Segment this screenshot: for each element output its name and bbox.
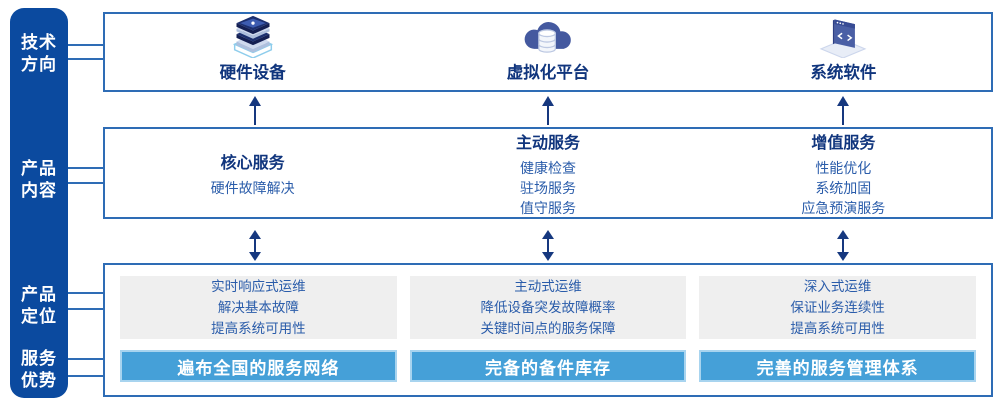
positioning-line: 降低设备突发故障概率	[480, 300, 616, 316]
sidebar-label-line: 服务	[21, 349, 57, 368]
positioning-line: 解决基本故障	[217, 300, 299, 316]
sidebar-label-line: 方向	[21, 55, 57, 74]
advantage-bar: 遍布全国的服务网络	[120, 350, 397, 382]
positioning-line: 提高系统可用性	[211, 321, 306, 337]
sidebar-item-product-content: 产品 内容	[10, 158, 68, 202]
connector-line	[68, 58, 103, 60]
tech-col-system-software: 系统软件	[696, 14, 991, 90]
tech-label: 系统软件	[810, 64, 877, 82]
connector-line	[68, 44, 103, 46]
double-arrow-icon	[248, 230, 262, 261]
positioning-line: 实时响应式运维	[211, 279, 306, 295]
up-arrow-icon	[248, 96, 262, 125]
bottom-col-proactive: 主动式运维 降低设备突发故障概率 关键时间点的服务保障 完备的备件库存	[409, 276, 687, 382]
positioning-line: 深入式运维	[803, 279, 872, 295]
content-item: 应急预演服务	[801, 199, 886, 216]
content-title: 增值服务	[811, 134, 876, 152]
positioning-panel: 深入式运维 保证业务连续性 提高系统可用性	[699, 276, 977, 340]
positioning-line: 主动式运维	[514, 279, 582, 295]
sidebar-label-line: 技术	[21, 33, 57, 52]
positioning-panel: 实时响应式运维 解决基本故障 提高系统可用性	[120, 276, 397, 340]
content-title: 核心服务	[220, 154, 285, 172]
product-content-box: 核心服务 硬件故障解决 主动服务 健康检查 驻场服务 值守服务 增值服务 性能优…	[103, 127, 993, 219]
advantage-bar: 完善的服务管理体系	[699, 350, 977, 382]
content-col-active-service: 主动服务 健康检查 驻场服务 值守服务	[400, 129, 695, 217]
sidebar-label-line: 产品	[21, 159, 57, 178]
connector-line	[68, 375, 103, 377]
sidebar-label-line: 定位	[21, 307, 57, 326]
content-col-value-added-service: 增值服务 性能优化 系统加固 应急预演服务	[696, 129, 991, 217]
connector-line	[68, 167, 103, 169]
sidebar-item-tech-direction: 技术 方向	[10, 32, 68, 76]
connector-line	[68, 182, 103, 184]
tech-label: 虚拟化平台	[506, 64, 590, 82]
tech-direction-box: 硬件设备 虚拟化平台	[103, 12, 993, 92]
bottom-col-indepth: 深入式运维 保证业务连续性 提高系统可用性 完善的服务管理体系	[699, 276, 977, 382]
connector-line	[68, 358, 103, 360]
double-arrow-icon	[836, 230, 850, 261]
content-item: 硬件故障解决	[210, 179, 295, 196]
sidebar-label-line: 优势	[21, 371, 57, 390]
positioning-line: 保证业务连续性	[790, 300, 885, 316]
connector-line	[68, 292, 103, 294]
up-arrow-icon	[541, 96, 555, 125]
sidebar-label-line: 内容	[21, 181, 57, 200]
tech-col-hardware: 硬件设备	[105, 14, 400, 90]
connector-line	[68, 308, 103, 310]
content-col-core-service: 核心服务 硬件故障解决	[105, 129, 400, 217]
content-item: 驻场服务	[519, 179, 576, 196]
content-item: 健康检查	[519, 159, 576, 176]
positioning-line: 提高系统可用性	[790, 321, 885, 337]
tech-label: 硬件设备	[219, 64, 286, 82]
tech-col-virtualization: 虚拟化平台	[400, 14, 695, 90]
sidebar-label-line: 产品	[21, 285, 57, 304]
sidebar-item-service-advantage: 服务 优势	[10, 348, 68, 392]
content-title: 主动服务	[515, 134, 580, 152]
up-arrow-icon	[836, 96, 850, 125]
positioning-panel: 主动式运维 降低设备突发故障概率 关键时间点的服务保障	[409, 276, 687, 340]
sidebar-item-product-positioning: 产品 定位	[10, 284, 68, 328]
bottom-col-realtime: 实时响应式运维 解决基本故障 提高系统可用性 遍布全国的服务网络	[120, 276, 397, 382]
advantage-bar: 完备的备件库存	[409, 350, 687, 382]
positioning-line: 关键时间点的服务保障	[480, 321, 616, 337]
positioning-advantage-box: 实时响应式运维 解决基本故障 提高系统可用性 遍布全国的服务网络 主动式运维 降…	[103, 263, 993, 397]
content-item: 值守服务	[519, 199, 576, 216]
cloud-database-icon	[524, 22, 571, 53]
double-arrow-icon	[541, 230, 555, 261]
server-stack-icon	[232, 15, 273, 58]
content-item: 系统加固	[815, 179, 872, 196]
code-window-icon	[819, 19, 867, 58]
category-sidebar: 技术 方向 产品 内容 产品 定位 服务 优势	[10, 8, 68, 398]
content-item: 性能优化	[815, 159, 872, 176]
